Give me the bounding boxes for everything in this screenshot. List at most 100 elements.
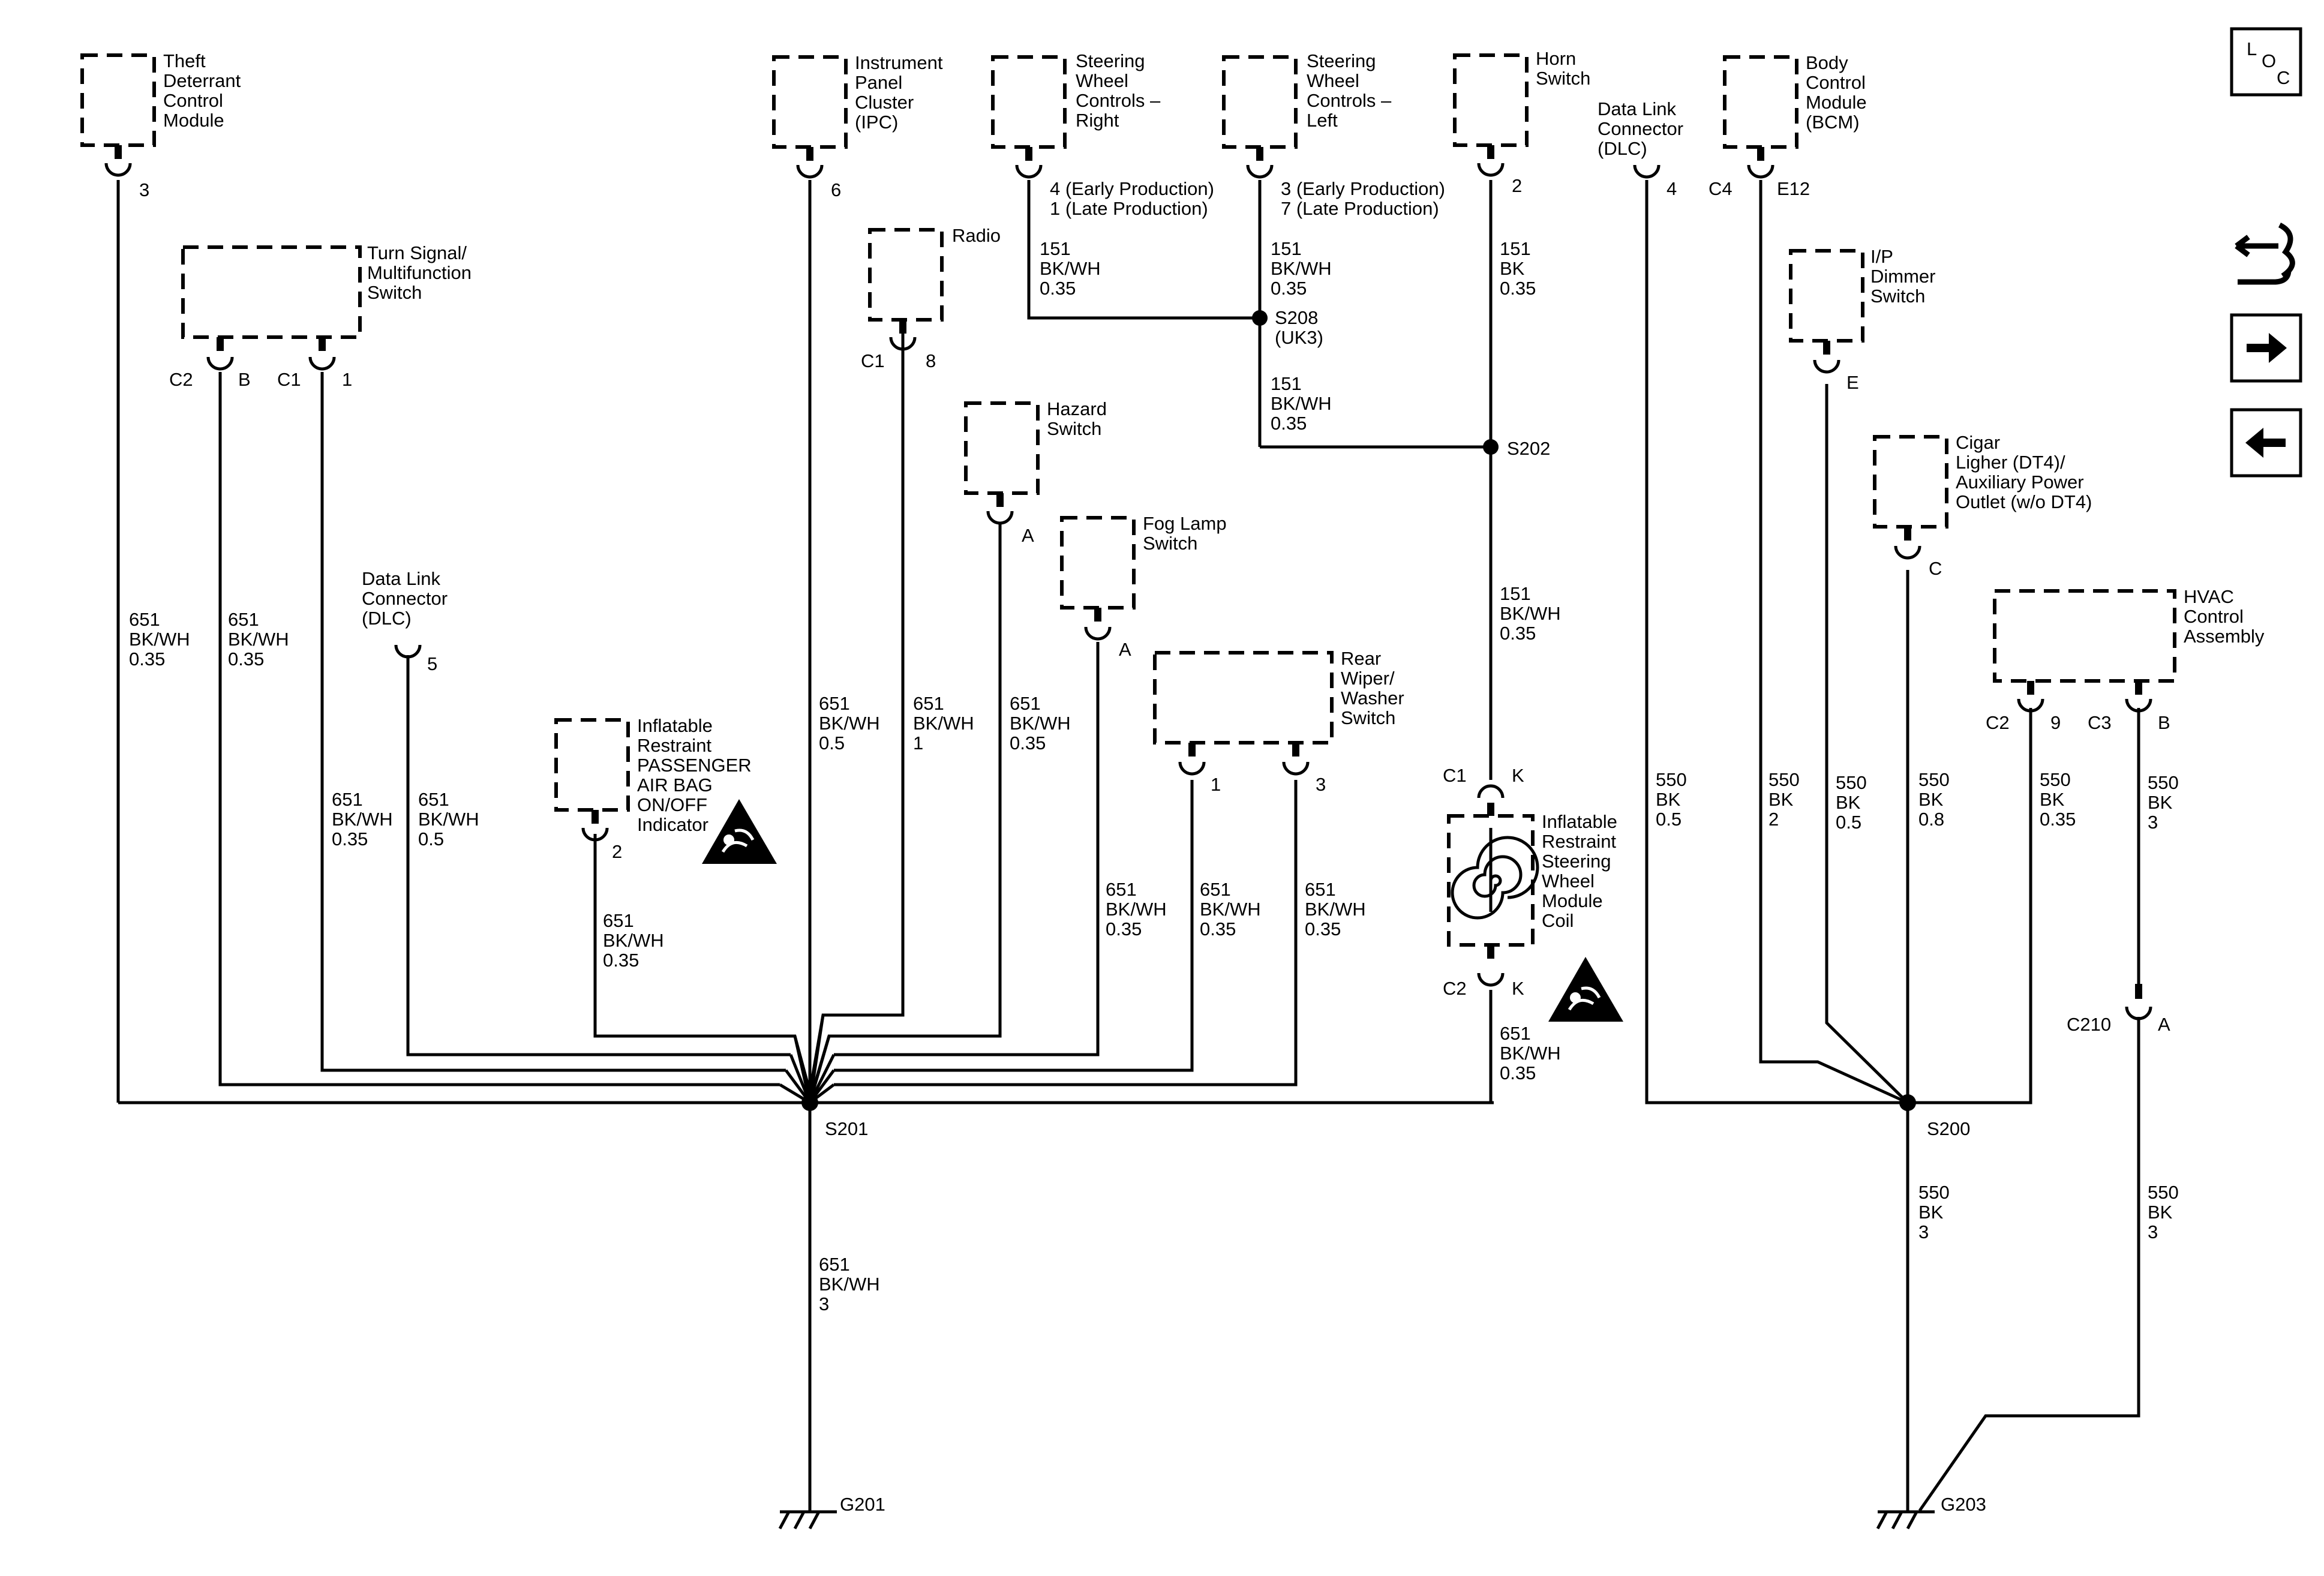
component-steering-coil	[1447, 814, 1539, 947]
component-hvac	[1993, 589, 2176, 683]
component-horn-switch	[1453, 53, 1529, 147]
component-airbag-indicator	[554, 718, 630, 812]
svg-text:A: A	[1119, 639, 1131, 660]
component-swc-left	[1222, 55, 1298, 149]
location-view-button[interactable]: L O C	[2230, 27, 2302, 97]
svg-text:C2: C2	[169, 369, 193, 390]
splice-s201-label: S201	[825, 1118, 868, 1139]
svg-text:C210: C210	[2067, 1014, 2111, 1035]
svg-text:O: O	[2262, 50, 2276, 71]
coil-label: Inflatable Restraint Steering Wheel Modu…	[1542, 811, 1622, 931]
svg-text:6: 6	[831, 179, 841, 200]
ground-g203-label: G203	[1941, 1494, 1986, 1515]
splice-s201-dot	[801, 1094, 818, 1111]
rear-wiper-label: Rear Wiper/ Washer Switch	[1341, 648, 1409, 728]
svg-text:3: 3	[1316, 774, 1326, 795]
component-turn-signal-switch	[181, 245, 362, 339]
previous-page-button[interactable]	[2230, 408, 2302, 478]
svg-text:C: C	[1929, 558, 1942, 579]
ground-symbol-g203	[1876, 1510, 1935, 1530]
connector-view-icon[interactable]	[2235, 222, 2295, 285]
pin-labels: 3 C2 B C1 1 5 2 6 C1 8 A A 1 3 2 C1 K C2…	[139, 175, 2170, 1035]
hvac-label: HVAC Control Assembly	[2184, 586, 2265, 647]
svg-text:K: K	[1512, 765, 1524, 786]
arrow-right-icon	[2269, 333, 2287, 363]
svg-text:C1: C1	[861, 350, 885, 371]
component-hazard-switch	[964, 401, 1040, 495]
dimmer-label: I/P Dimmer Switch	[1870, 246, 1941, 307]
svg-text:9: 9	[2050, 712, 2061, 733]
svg-text:E: E	[1846, 372, 1859, 393]
dlc-left-label: Data Link Connector (DLC)	[362, 568, 453, 629]
svg-text:C3: C3	[2088, 712, 2112, 733]
component-radio	[868, 228, 944, 322]
component-swc-right	[991, 55, 1067, 149]
svg-text:K: K	[1512, 978, 1524, 999]
component-fog-lamp-switch	[1060, 516, 1136, 610]
connector-cups	[104, 145, 2152, 1020]
fog-label: Fog Lamp Switch	[1143, 513, 1232, 554]
next-page-button[interactable]	[2230, 313, 2302, 383]
svg-text:E12: E12	[1777, 178, 1810, 199]
svg-text:2: 2	[612, 841, 622, 862]
svg-text:1: 1	[1211, 774, 1221, 795]
component-ipc	[772, 55, 848, 149]
ipc-label: Instrument Panel Cluster (IPC)	[855, 52, 948, 133]
splice-s208-dot	[1252, 310, 1268, 326]
svg-text:A: A	[1022, 525, 1034, 546]
hazard-label: Hazard Switch	[1047, 398, 1112, 439]
component-theft-deterrent	[80, 53, 156, 147]
horn-label: Horn Switch	[1536, 48, 1590, 89]
swc-right-label: Steering Wheel Controls – Right	[1076, 50, 1166, 131]
svg-text:C2: C2	[1443, 978, 1467, 999]
svg-text:B: B	[238, 369, 251, 390]
component-dimmer-switch	[1789, 249, 1864, 343]
svg-text:C1: C1	[1443, 765, 1467, 786]
radio-label: Radio	[952, 225, 1001, 246]
turn-signal-label: Turn Signal/ Multifunction Switch	[367, 242, 477, 303]
svg-text:B: B	[2158, 712, 2170, 733]
svg-text:2: 2	[1512, 175, 1522, 196]
svg-text:A: A	[2158, 1014, 2170, 1035]
cigar-label: Cigar Ligher (DT4)/ Auxiliary Power Outl…	[1956, 432, 2092, 512]
bcm-label: Body Control Module (BCM)	[1806, 52, 1872, 133]
swc-left-label: Steering Wheel Controls – Left	[1307, 50, 1397, 131]
airbag-warning-icon	[1548, 957, 1623, 1022]
svg-text:3: 3	[139, 179, 149, 200]
svg-text:C: C	[2277, 67, 2290, 88]
svg-text:5: 5	[427, 653, 437, 674]
swc-left-pin-note: 3 (Early Production) 7 (Late Production)	[1281, 178, 1451, 219]
component-bcm	[1723, 55, 1798, 149]
arrow-left-icon	[2245, 428, 2263, 458]
splice-s200-label: S200	[1927, 1118, 1970, 1139]
splice-s202-label: S202	[1507, 438, 1550, 459]
ground-symbol-g201	[778, 1510, 837, 1530]
theft-module-label: Theft Deterrant Control Module	[163, 50, 246, 131]
svg-text:8: 8	[926, 350, 936, 371]
splice-s208-label: S208 (UK3)	[1275, 307, 1323, 348]
